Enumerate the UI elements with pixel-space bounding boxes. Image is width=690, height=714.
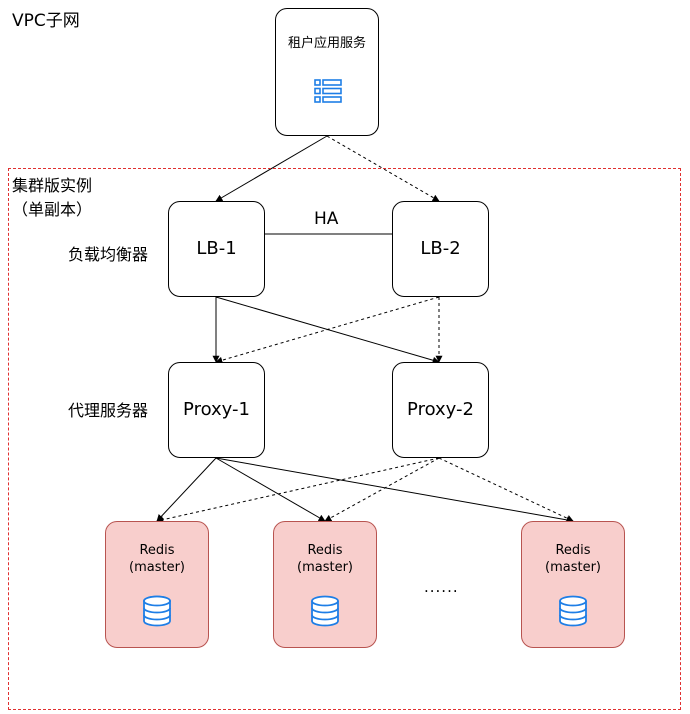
tenant-app-node[interactable]: 租户应用服务 bbox=[275, 8, 379, 136]
redis-2-role: (master) bbox=[297, 560, 353, 575]
edge-proxy2-redis2 bbox=[324, 457, 440, 522]
ha-label: HA bbox=[314, 209, 339, 229]
redis-2-name: Redis bbox=[307, 543, 343, 558]
database-icon bbox=[559, 595, 587, 627]
edge-proxy1-redis2 bbox=[215, 457, 326, 522]
edge-proxy2-redis1 bbox=[156, 457, 440, 524]
redis-3-name: Redis bbox=[555, 543, 591, 558]
edge-proxy1-redis1 bbox=[156, 457, 217, 522]
edge-proxy2-redis3 bbox=[438, 457, 574, 522]
vpc-label: VPC子网 bbox=[12, 11, 80, 31]
redis-node-3[interactable]: Redis (master) bbox=[521, 521, 625, 648]
lb-2-label: LB-2 bbox=[420, 238, 461, 259]
proxy-layer-label: 代理服务器 bbox=[68, 401, 149, 420]
redis-node-2[interactable]: Redis (master) bbox=[273, 521, 377, 648]
proxy-2-label: Proxy-2 bbox=[407, 399, 474, 420]
lb-1-label: LB-1 bbox=[196, 238, 237, 259]
lb-2-node[interactable]: LB-2 bbox=[392, 201, 489, 297]
database-icon bbox=[143, 595, 171, 627]
edge-proxy1-redis3 bbox=[215, 457, 574, 524]
redis-1-role: (master) bbox=[129, 560, 185, 575]
cluster-boundary bbox=[8, 168, 681, 710]
tenant-app-label: 租户应用服务 bbox=[287, 36, 366, 51]
proxy-2-node[interactable]: Proxy-2 bbox=[392, 362, 489, 458]
edge-lb2-proxy1 bbox=[215, 296, 440, 364]
proxy-1-label: Proxy-1 bbox=[183, 399, 250, 420]
redis-node-1[interactable]: Redis (master) bbox=[105, 521, 209, 648]
database-icon bbox=[311, 595, 339, 627]
cluster-label-line1: 集群版实例 bbox=[12, 176, 93, 195]
cluster-label-line2: （单副本） bbox=[12, 200, 93, 219]
lb-1-node[interactable]: LB-1 bbox=[168, 201, 265, 297]
redis-3-role: (master) bbox=[545, 560, 601, 575]
more-nodes-ellipsis: ...... bbox=[424, 578, 459, 596]
lb-layer-label: 负载均衡器 bbox=[68, 245, 149, 264]
list-icon bbox=[314, 79, 342, 103]
proxy-1-node[interactable]: Proxy-1 bbox=[168, 362, 265, 458]
redis-1-name: Redis bbox=[139, 543, 175, 558]
